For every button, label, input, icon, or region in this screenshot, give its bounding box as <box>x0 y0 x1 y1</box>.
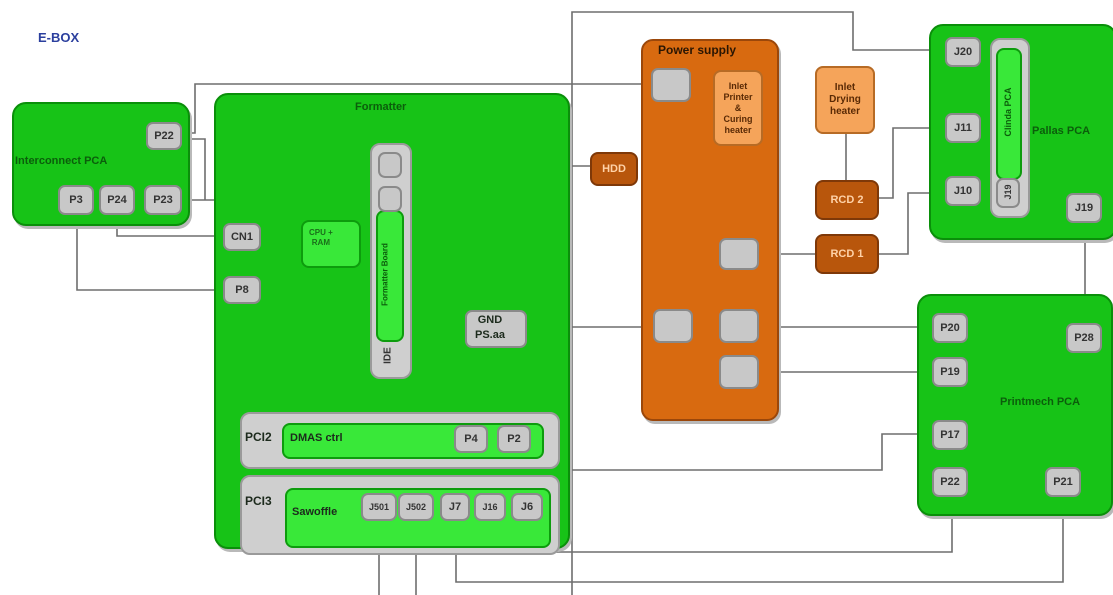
connector-j11: J11 <box>945 113 981 143</box>
formatter-strip-label: Formatter Board <box>380 243 390 306</box>
ps-connector-top <box>651 68 691 102</box>
clinda-pca-label: Clinda PCA <box>1003 87 1013 137</box>
connector-p20: P20 <box>932 313 968 343</box>
strip-slot-mid <box>378 186 402 212</box>
cpu-ram-chip <box>301 220 361 268</box>
wire-p3-p8 <box>76 218 226 291</box>
rcd2-box: RCD 2 <box>815 180 879 220</box>
formatter-strip-inner <box>376 210 404 342</box>
connector-p2: P2 <box>497 425 531 453</box>
connector-j19-inner <box>996 178 1020 208</box>
connector-p19: P19 <box>932 357 968 387</box>
pallas-pca-label: Pallas PCA <box>1032 125 1091 137</box>
wire-top-j20 <box>571 11 948 595</box>
inlet-printer-heater: Inlet Printer & Curing heater <box>713 70 763 146</box>
connector-p24: P24 <box>99 185 135 215</box>
wire-p22-formatter <box>183 138 206 200</box>
ps-connector-p19 <box>719 355 759 389</box>
connector-p22-printmech: P22 <box>932 467 968 497</box>
connector-cn1: CN1 <box>223 223 261 251</box>
inlet-drying-heater: Inlet Drying heater <box>815 66 875 134</box>
interconnect-pca-label: Interconnect PCA <box>15 155 108 167</box>
rcd1-box: RCD 1 <box>815 234 879 274</box>
connector-j502: J502 <box>398 493 434 521</box>
connector-p4: P4 <box>454 425 488 453</box>
formatter-strip-bottom: IDE <box>382 347 394 364</box>
dmas-card-label: DMAS ctrl <box>290 432 343 444</box>
connector-j16: J16 <box>474 493 506 521</box>
ps-connector-gnd <box>653 309 693 343</box>
connector-p8: P8 <box>223 276 261 304</box>
sawoffle-card-label: Sawoffle <box>292 506 338 518</box>
connector-p28: P28 <box>1066 323 1102 353</box>
cpu-ram-label: CPU + RAM <box>309 228 333 247</box>
pci3-label: PCI3 <box>245 494 272 508</box>
gnd-ps-block <box>465 310 527 348</box>
connector-p17: P17 <box>932 420 968 450</box>
sawoffle-card <box>285 488 551 548</box>
connector-j19-inner-label: J19 <box>1003 184 1013 200</box>
connector-j501: J501 <box>361 493 397 521</box>
pci2-label: PCI2 <box>245 430 272 444</box>
connector-j10: J10 <box>945 176 981 206</box>
connector-p22-interconnect: P22 <box>146 122 182 150</box>
wire-rcd2-j11 <box>874 127 950 199</box>
gnd-ps-label: GND PS.aa <box>475 314 505 341</box>
power-supply-label: Power supply <box>658 43 737 57</box>
connector-j6: J6 <box>511 493 543 521</box>
connector-p21: P21 <box>1045 467 1081 497</box>
printmech-pca-label: Printmech PCA <box>1000 396 1081 408</box>
connector-j19: J19 <box>1066 193 1102 223</box>
connector-p23: P23 <box>144 185 182 215</box>
connector-j20: J20 <box>945 37 981 67</box>
ps-connector-rcd1 <box>719 238 759 270</box>
diagram-title: E-BOX <box>38 30 80 45</box>
clinda-pca <box>996 48 1022 180</box>
hdd-box: HDD <box>590 152 638 186</box>
connector-j7: J7 <box>440 493 470 521</box>
ps-connector-p20 <box>719 309 759 343</box>
strip-slot-top <box>378 152 402 178</box>
wire-j7-p21 <box>455 498 1064 583</box>
connector-p3: P3 <box>58 185 94 215</box>
formatter-label: Formatter <box>355 101 407 113</box>
